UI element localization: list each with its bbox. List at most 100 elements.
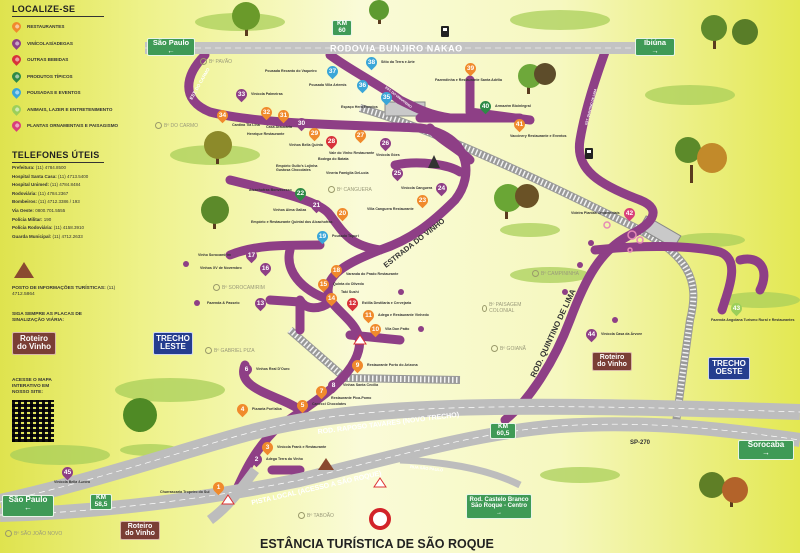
poi-label: Vinhos Bella Quinta	[289, 143, 323, 147]
phone-name: Polícia Militar:	[12, 216, 43, 222]
poi-number[interactable]: 36	[358, 82, 367, 89]
poi-number[interactable]: 5	[300, 402, 305, 409]
poi-number[interactable]: 12	[348, 300, 357, 307]
highways	[0, 42, 800, 524]
poi-number[interactable]: 19	[318, 233, 327, 240]
poi-number[interactable]: 1	[216, 484, 221, 491]
phone-item: Prefeitura: (11) 4784.8500	[12, 164, 88, 173]
poi-number[interactable]: 13	[256, 300, 265, 307]
phone-name: Prefeitura:	[12, 165, 35, 170]
neighborhood-label: Bº TABOÃO	[298, 512, 334, 519]
poi-number[interactable]: 40	[481, 103, 490, 110]
legend-item: VINÍCOLAS/ADEGAS	[10, 36, 73, 50]
neighborhood-label: Bº DO CARMO	[155, 122, 198, 129]
poi-number[interactable]: 42	[625, 210, 634, 217]
poi-label: Vinhos Alma Galiza	[273, 208, 307, 212]
poi-label: Vaccinery Restaurante e Eventos	[510, 134, 567, 138]
phone-number: (11) 4784.2367	[38, 190, 69, 196]
poi-number[interactable]: 33	[237, 91, 246, 98]
poi-label: Churrascaria Tropeiro do Sul	[160, 490, 210, 494]
legend-title: LOCALIZE-SE	[12, 4, 104, 17]
poi-number[interactable]: 34	[218, 112, 227, 119]
poi-number[interactable]: 3	[265, 444, 270, 451]
poi-number[interactable]: 10	[371, 326, 380, 333]
neighborhood-icon	[491, 345, 498, 352]
trees	[123, 0, 758, 507]
legend-label: RESTAURANTES	[27, 24, 65, 29]
neighborhood-icon	[205, 347, 212, 354]
poi-label: Villa Canguera Restaurante	[367, 207, 414, 211]
poi-number[interactable]: 25	[393, 170, 402, 177]
poi-number[interactable]: 39	[466, 65, 475, 72]
poi-number[interactable]: 32	[262, 109, 271, 116]
poi-label: Vinícola Góes	[376, 153, 400, 157]
poi-number[interactable]: 18	[332, 267, 341, 274]
neighborhood-label: Bº PAISAGEM COLONIAL	[482, 302, 526, 314]
poi-number[interactable]: 4	[240, 406, 245, 413]
poi-number[interactable]: 7	[319, 388, 324, 395]
poi-number[interactable]: 41	[515, 121, 524, 128]
poi-label: Henrique Restaurante	[247, 132, 285, 136]
phone-item: Polícia Rodoviária: (11) 4158.3910	[12, 224, 88, 233]
poi-number[interactable]: 35	[382, 94, 391, 101]
poi-number[interactable]: 8	[331, 382, 336, 389]
poi-label: Varanda do Prado Restaurante	[346, 272, 399, 276]
poi-number[interactable]: 37	[328, 68, 337, 75]
poi-number[interactable]: 17	[247, 252, 256, 259]
phone-item: Guarda Municipal: (11) 4712.2633	[12, 233, 88, 242]
poi-number[interactable]: 26	[381, 140, 390, 147]
poi-number[interactable]: 29	[310, 130, 319, 137]
poi-number[interactable]: 31	[279, 112, 288, 119]
neighborhood-icon	[200, 58, 207, 65]
map-pin-icon	[10, 86, 23, 99]
poi-number[interactable]: 38	[367, 59, 376, 66]
poi-number[interactable]: 16	[261, 265, 270, 272]
phone-name: Polícia Rodoviária:	[12, 225, 53, 231]
poi-number[interactable]: 44	[587, 331, 596, 338]
legend-label: VINÍCOLAS/ADEGAS	[27, 40, 73, 46]
poi-label: Empório e Restaurante Quintal dos Alcach…	[251, 220, 333, 224]
poi-number[interactable]: 30	[297, 120, 306, 127]
legend-item: ANIMAIS, LAZER E ENTRETENIMENTO	[10, 102, 112, 116]
poi-number[interactable]: 43	[732, 305, 741, 312]
qr-code[interactable]	[12, 400, 54, 442]
poi-number[interactable]: 28	[327, 138, 336, 145]
poi-number[interactable]: 9	[355, 362, 360, 369]
phone-item: Hospital Santa Casa: (11) 4713.5400	[12, 173, 88, 182]
legend-label: PRODUTOS TÍPICOS	[27, 73, 73, 79]
neighborhood-icon	[532, 270, 539, 277]
poi-number[interactable]: 21	[312, 202, 321, 209]
poi-number[interactable]: 23	[418, 197, 427, 204]
poi-number[interactable]: 27	[356, 132, 365, 139]
poi-number[interactable]: 15	[319, 281, 328, 288]
poi-label: Estilla Destilaria e Cervejaria	[362, 301, 412, 305]
pit-icon	[318, 458, 334, 470]
phone-number: (11) 4713.5400	[58, 173, 89, 179]
phone-number: (11) 4784.8484	[50, 182, 81, 188]
warning-sign-icon	[221, 334, 387, 505]
poi-number[interactable]: 24	[437, 185, 446, 192]
poi-number[interactable]: 45	[63, 469, 72, 476]
poi-number[interactable]: 14	[327, 295, 336, 302]
poi-label: Pousada Villa Artemis	[309, 83, 347, 87]
poi-label: Vinícola Bella Aurora	[54, 480, 90, 484]
poi-label: Adega e Restaurante Vinhedo	[378, 313, 429, 317]
poi-label: Vila Don Patto	[385, 327, 410, 331]
poi-number[interactable]: 2	[254, 456, 259, 463]
poi-number[interactable]: 20	[338, 210, 347, 217]
poi-number[interactable]: 22	[296, 190, 305, 197]
legend-item: RESTAURANTES	[10, 20, 65, 33]
map-title: ESTÂNCIA TURÍSTICA DE SÃO ROQUE	[260, 536, 494, 551]
poi-label: Pousada Recanto do Vaqueiro	[265, 69, 317, 73]
poi-number[interactable]: 11	[365, 312, 372, 319]
poi-label: Alcachofras Bonvecesso	[249, 188, 292, 192]
city-center-icon	[369, 508, 391, 530]
poi-label: Vinho Sorocamirim	[198, 253, 231, 257]
poi-number[interactable]: 6	[244, 366, 249, 373]
sign-sao-paulo-top: São Paulo←	[147, 38, 195, 56]
